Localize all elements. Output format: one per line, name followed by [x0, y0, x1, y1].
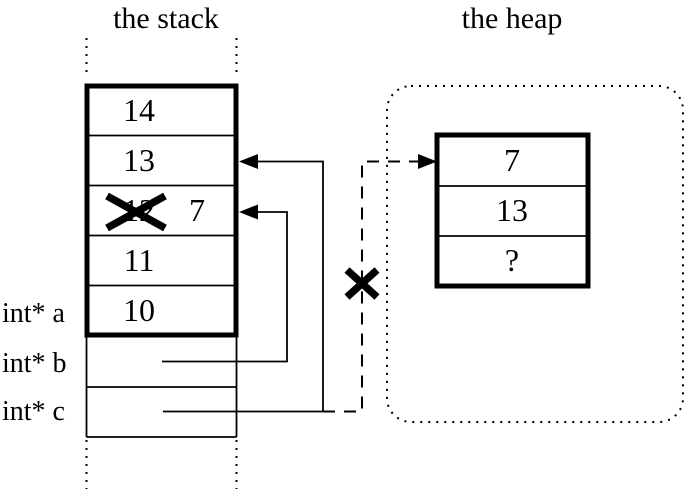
dangling-pointer-line	[323, 160, 430, 413]
pointer-c-arrowhead	[239, 154, 258, 169]
heap-cell-value: 13	[496, 192, 528, 228]
variable-label-a: int* a	[2, 298, 65, 329]
dangling-pointer-arrowhead	[418, 154, 437, 169]
stack-title: the stack	[113, 2, 219, 35]
heap-title: the heap	[461, 2, 563, 35]
stack-cell-new-value: 7	[189, 192, 205, 228]
stack-cell-value: 10	[123, 292, 155, 328]
dangling-pointer-x-mark	[344, 267, 380, 300]
variable-label-c: int* c	[2, 396, 65, 427]
heap-boundary	[386, 85, 684, 423]
variable-label-b: int* b	[2, 348, 67, 379]
heap-frame	[434, 132, 591, 289]
pointer-c-line	[163, 160, 324, 413]
stack-frame	[84, 83, 239, 338]
stack-cell-old-value: 12	[123, 192, 155, 228]
stack-cell-value: 11	[123, 242, 155, 278]
stack-cell-value: 13	[123, 142, 155, 178]
stack-cell-value: 14	[123, 92, 155, 128]
overwritten-value-x-mark	[105, 192, 167, 232]
pointer-b-arrowhead	[239, 204, 258, 220]
pointer-b-line	[162, 211, 288, 363]
heap-cell-value: ?	[504, 242, 520, 278]
heap-cell-value: 7	[504, 142, 520, 178]
